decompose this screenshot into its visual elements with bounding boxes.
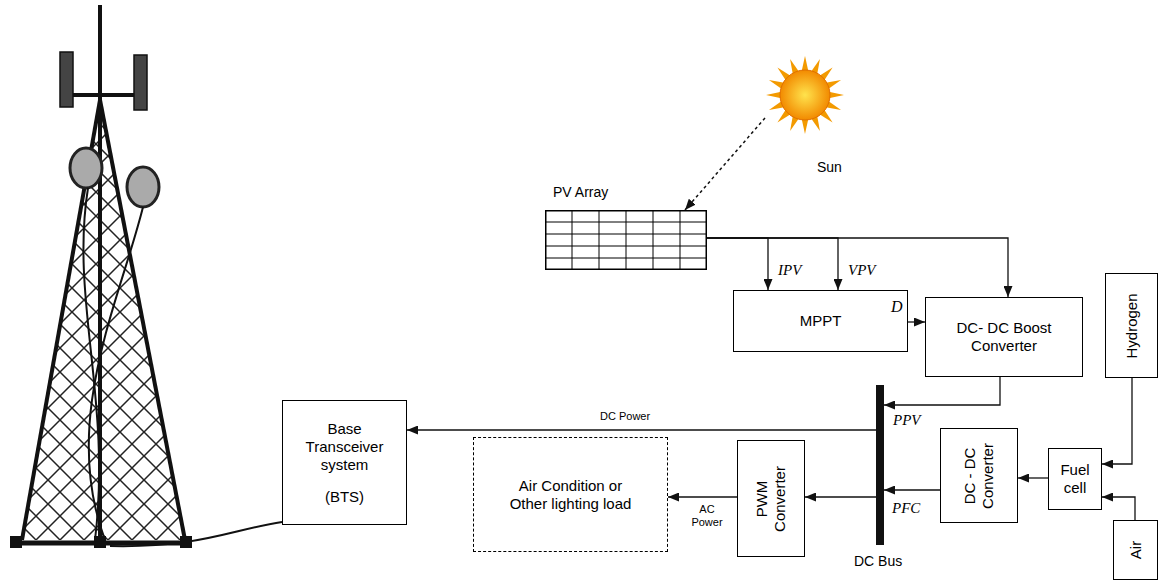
edge-label: PFC (890, 500, 922, 517)
antenna-panel (60, 52, 73, 107)
tower-foot (94, 536, 106, 548)
node-title: PV Array (553, 184, 608, 201)
pv-cell-line (626, 210, 627, 270)
pwm-converter-box: PWM Converter (737, 440, 805, 557)
rotated-text: Air (1127, 525, 1145, 575)
sun-ray (802, 56, 809, 71)
node-title: DC Bus (854, 553, 902, 570)
hydrogen-box: Hydrogen (1105, 273, 1158, 378)
power-flow-arrow (1102, 497, 1135, 520)
tower-foot (10, 536, 22, 548)
pv-cell-line (545, 246, 707, 247)
node-title: MPPT (800, 312, 842, 330)
node-title: Base Transceiver system (296, 420, 394, 474)
tower-legs (22, 5, 185, 540)
edge-label: D (889, 298, 905, 316)
sun-illustration (765, 55, 845, 135)
sun-ray (802, 119, 809, 134)
outside-label: Sun (817, 159, 842, 176)
antenna-panel (134, 55, 147, 110)
outside-label: DC Bus (854, 553, 902, 570)
power-flow-arrow (707, 238, 768, 290)
antenna-bar (73, 93, 134, 97)
tower-leg (100, 100, 185, 540)
power-flow-arrow (407, 429, 876, 430)
rotated-text: DC - DC Converter (961, 435, 997, 517)
edge-label: IPV (776, 262, 803, 279)
sun-ray (766, 92, 781, 99)
power-flow-arrow (908, 321, 925, 322)
node-title: PWM Converter (753, 459, 789, 539)
pv-grid (545, 210, 707, 270)
box-text: Base Transceiver system (BTS) (296, 420, 394, 506)
outside-label: PV Array (553, 184, 608, 201)
rotated-text: PWM Converter (753, 459, 789, 539)
power-flow-arrow (1018, 477, 1048, 478)
power-flow-arrow (707, 238, 1008, 297)
mppt-box: MPPT (733, 290, 908, 352)
pv-cell-line (599, 210, 600, 270)
pv-cell-line (572, 210, 573, 270)
node-title: Air Condition or Other lighting load (501, 477, 641, 513)
power-flow-arrow (884, 489, 940, 490)
pv-array: PV Array (545, 210, 707, 270)
pv-cell-line (680, 210, 681, 270)
node-title: Fuel cell (1053, 461, 1097, 497)
power-flow-arrow (668, 496, 737, 497)
tower-foot (180, 536, 192, 548)
node-title: Hydrogen (1123, 278, 1141, 373)
sun-ray (829, 92, 844, 99)
rotated-text: Hydrogen (1123, 278, 1141, 373)
box-text: Air Condition or Other lighting load (501, 477, 641, 513)
edge-label: VPV (846, 262, 878, 279)
box-text: DC- DC Boost Converter (934, 319, 1074, 355)
load-box: Air Condition or Other lighting load (473, 437, 668, 552)
cable (89, 207, 143, 540)
pv-cell-line (653, 210, 654, 270)
node-subtitle: (BTS) (296, 488, 394, 506)
tower-cables (83, 188, 282, 546)
fuel-cell-box: Fuel cell (1048, 448, 1102, 510)
box-text: MPPT (800, 312, 842, 330)
edge-label: PPV (891, 412, 923, 429)
sun-disc (780, 70, 830, 120)
tower-lattice (22, 100, 185, 540)
microwave-dish (70, 148, 102, 188)
boost-converter-box: DC- DC Boost Converter (925, 297, 1083, 377)
node-title: Sun (817, 159, 842, 176)
pv-frame (546, 211, 707, 270)
sunlight-arrow (685, 118, 765, 210)
node-title: DC - DC Converter (961, 435, 997, 517)
power-flow-arrow (707, 238, 838, 290)
node-title: Air (1127, 525, 1145, 575)
power-flow-arrow (805, 496, 876, 497)
air-box: Air (1113, 520, 1158, 580)
pv-cell-line (545, 222, 707, 223)
microwave-dish (127, 167, 159, 207)
dc-bus: DC Bus (876, 385, 884, 545)
sun-icon: Sun (765, 55, 845, 135)
box-text: Fuel cell (1053, 461, 1097, 497)
pv-cell-line (545, 234, 707, 235)
dc-dc-converter-box: DC - DC Converter (940, 428, 1018, 523)
power-flow-arrow (1102, 378, 1132, 464)
power-flow-arrow (884, 377, 1000, 405)
node-title: DC- DC Boost Converter (934, 319, 1074, 355)
pv-cell-line (545, 258, 707, 259)
bts-box: Base Transceiver system (BTS) (282, 400, 407, 525)
edge-label: AC Power (683, 503, 731, 528)
edge-label: DC Power (598, 410, 652, 423)
